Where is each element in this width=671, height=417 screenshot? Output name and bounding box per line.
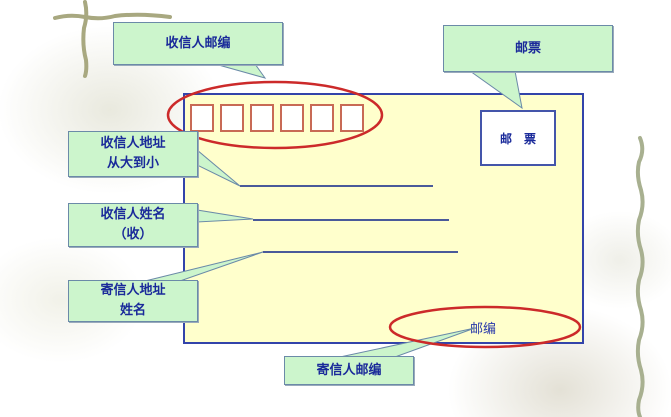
callout-sender-address: 寄信人地址 姓名 [68, 280, 198, 322]
callout-text: 收信人姓名 [100, 207, 166, 222]
recipient-zip-box [340, 104, 364, 132]
recipient-zip-box [310, 104, 334, 132]
stamp-char-1: 邮 [499, 131, 512, 146]
callout-text: 收信人邮编 [165, 35, 231, 51]
callout-text: 邮票 [514, 40, 541, 56]
recipient-zip-box [220, 104, 244, 132]
stamp-char-2: 票 [523, 131, 536, 146]
recipient-name-line [253, 219, 449, 221]
callout-sender-zip: 寄信人邮编 [284, 356, 414, 385]
callout-recipient-address: 收信人地址 从大到小 [68, 131, 198, 177]
sender-address-line [263, 251, 458, 253]
callout-text: 寄信人地址 [100, 283, 166, 298]
callout-text: 寄信人邮编 [316, 362, 382, 378]
recipient-zip-box [190, 104, 214, 132]
callout-recipient-zip: 收信人邮编 [113, 22, 283, 65]
callout-stamp: 邮票 [443, 25, 613, 72]
callout-text: 收信人地址 [100, 136, 166, 151]
recipient-zip-box [280, 104, 304, 132]
sender-zip-label: 邮编 [470, 322, 497, 337]
recipient-zip-box [250, 104, 274, 132]
callout-text: 从大到小 [106, 156, 159, 171]
callout-text: 姓名 [119, 303, 146, 318]
callout-recipient-name: 收信人姓名 （收） [68, 203, 198, 247]
recipient-address-line [240, 185, 433, 187]
stamp-box: 邮 票 [480, 110, 556, 166]
callout-text: （收） [113, 227, 153, 242]
